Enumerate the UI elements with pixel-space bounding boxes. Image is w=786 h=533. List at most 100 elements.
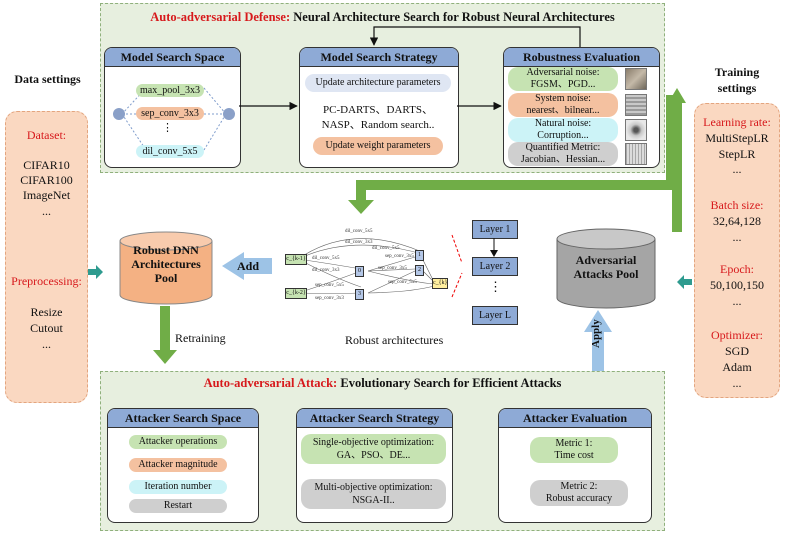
dataset-imagenet: ImageNet bbox=[22, 188, 71, 202]
nas-methods-line1: PC-DARTS、DARTS、 bbox=[323, 104, 433, 116]
dataset-label: Dataset: bbox=[26, 128, 67, 142]
layer-ellipsis: ⋮ bbox=[489, 279, 502, 294]
preprocessing-resize: Resize bbox=[30, 305, 63, 319]
iteration-number: Iteration number bbox=[129, 480, 227, 494]
preprocessing-label: Preprocessing: bbox=[11, 274, 82, 288]
batch-label: Batch size: bbox=[710, 198, 764, 212]
optimizer-ellipsis: ... bbox=[732, 376, 742, 390]
natural-noise-image-icon bbox=[625, 119, 647, 141]
attacker-search-space-title: Attacker Search Space bbox=[108, 409, 258, 428]
training-settings-connector bbox=[677, 275, 692, 289]
data-settings-panel: Dataset: CIFAR10 CIFAR100 ImageNet ... P… bbox=[5, 111, 88, 403]
node-ck-2: c_{k-2} bbox=[285, 288, 307, 299]
model-search-space-panel: Model Search Space bbox=[104, 47, 241, 168]
metric-robust-accuracy: Metric 2:Robust accuracy bbox=[530, 480, 628, 506]
dataset-cifar10: CIFAR10 bbox=[23, 158, 70, 172]
batch-values: 32,64,128 bbox=[713, 214, 761, 228]
defense-title: Auto-adversarial Defense: Neural Archite… bbox=[150, 10, 615, 24]
robustness-evaluation-title: Robustness Evaluation bbox=[504, 48, 659, 67]
single-objective: Single-objective optimization:GA、PSO、DE.… bbox=[301, 434, 446, 464]
robust-pool-cylinder bbox=[119, 231, 213, 305]
lr-label: Learning rate: bbox=[703, 115, 771, 129]
layer-arrow bbox=[490, 238, 498, 257]
edge-label-1: dil_conv_3x3 bbox=[345, 240, 373, 245]
add-label: Add bbox=[237, 259, 260, 273]
input-node bbox=[113, 108, 125, 120]
epoch-label: Epoch: bbox=[720, 262, 754, 276]
robust-architectures-label: Robust architectures bbox=[345, 333, 444, 347]
batch-ellipsis: ... bbox=[732, 230, 742, 244]
attack-title: Auto-adversarial Attack: Evolutionary Se… bbox=[203, 376, 562, 390]
edge-label-4: sep_conv_3x5 bbox=[385, 254, 414, 259]
system-noise: System noise:nearest、bilnear... bbox=[508, 93, 618, 117]
node-ck-1: c_{k-1} bbox=[285, 254, 307, 265]
adversarial-noise: Adversarial noise:FGSM、PGD... bbox=[508, 67, 618, 91]
op-sep-conv: sep_conv_3x3 bbox=[136, 107, 204, 120]
model-search-space-title: Model Search Space bbox=[105, 48, 240, 67]
apply-arrow bbox=[584, 310, 612, 372]
data-settings-title: Data settings bbox=[14, 72, 81, 86]
lr-step: StepLR bbox=[718, 147, 756, 161]
node-2: 2 bbox=[415, 265, 424, 276]
layer-connectors bbox=[451, 234, 463, 298]
op-max-pool: max_pool_3x3 bbox=[136, 84, 204, 97]
multi-objective: Multi-objective optimization:NSGA-II.. bbox=[301, 479, 446, 509]
edge-label-9: dil_conv_5x5 bbox=[372, 246, 400, 251]
training-settings-title-line2: settings bbox=[717, 81, 757, 95]
output-node bbox=[223, 108, 235, 120]
lr-ellipsis: ... bbox=[732, 162, 742, 176]
attacker-evaluation-title: Attacker Evaluation bbox=[499, 409, 651, 428]
nas-methods-line2: NASP、Random search.. bbox=[321, 119, 435, 131]
attacker-magnitude: Attacker magnitude bbox=[129, 458, 227, 472]
edge-label-2: dil_conv_5x5 bbox=[312, 256, 340, 261]
edge-label-3: dil_conv_3x3 bbox=[312, 268, 340, 273]
restart: Restart bbox=[129, 499, 227, 513]
natural-noise: Natural noise:Corruption... bbox=[508, 118, 618, 142]
data-settings-connector bbox=[88, 265, 103, 279]
layer-1: Layer 1 bbox=[472, 220, 518, 239]
node-1: 1 bbox=[415, 250, 424, 261]
model-search-strategy-title: Model Search Strategy bbox=[300, 48, 458, 67]
node-ck: c_{k} bbox=[432, 278, 448, 289]
optimizer-sgd: SGD bbox=[724, 344, 749, 358]
node-0: 0 bbox=[355, 266, 364, 277]
adversarial-image-icon bbox=[625, 68, 647, 90]
metric-time-cost: Metric 1:Time cost bbox=[530, 437, 618, 463]
optimizer-adam: Adam bbox=[722, 360, 752, 374]
optimizer-label: Optimizer: bbox=[711, 328, 763, 342]
apply-label: Apply bbox=[590, 319, 602, 348]
epoch-values: 50,100,150 bbox=[710, 278, 764, 292]
node-3: 3 bbox=[355, 289, 364, 300]
attacker-operations: Attacker operations bbox=[129, 435, 227, 449]
metric-image-icon bbox=[625, 143, 647, 165]
add-arrow bbox=[222, 252, 272, 280]
update-weight-params: Update weight parameters bbox=[313, 137, 443, 155]
layer-2: Layer 2 bbox=[472, 257, 518, 276]
update-arch-params: Update architecture parameters bbox=[305, 74, 451, 92]
edge-label-0: dil_conv_5x5 bbox=[345, 229, 373, 234]
edge-label-7: sep_conv_3x3 bbox=[315, 296, 344, 301]
epoch-ellipsis: ... bbox=[732, 294, 742, 308]
retraining-label: Retraining bbox=[175, 331, 226, 345]
edge-label-5: sep_conv_3x5 bbox=[378, 266, 407, 271]
preprocessing-ellipsis: ... bbox=[42, 337, 51, 351]
edge-label-8: sep_conv_5x5 bbox=[388, 280, 417, 285]
dataset-cifar100: CIFAR100 bbox=[20, 173, 73, 187]
adversarial-pool-cylinder bbox=[556, 228, 656, 309]
edge-label-6: sep_conv_5x5 bbox=[315, 283, 344, 288]
green-arrow-retraining bbox=[153, 306, 177, 364]
op-dil-conv: dil_conv_5x5 bbox=[136, 145, 204, 158]
layer-l: Layer L bbox=[472, 306, 518, 325]
training-settings-title-line1: Training bbox=[714, 65, 760, 79]
attacker-evaluation-panel: Attacker Evaluation bbox=[498, 408, 652, 523]
green-arrow-defense-to-middle bbox=[348, 95, 676, 214]
quantified-metric: Quantified Metric:Jacobian、Hessian... bbox=[508, 142, 618, 166]
preprocessing-cutout: Cutout bbox=[30, 321, 63, 335]
lr-multistep: MultiStepLR bbox=[705, 131, 769, 145]
op-ellipsis: ⋮ bbox=[162, 122, 173, 134]
attacker-search-strategy-title: Attacker Search Strategy bbox=[297, 409, 452, 428]
training-settings-panel: Learning rate: MultiStepLR StepLR ... Ba… bbox=[694, 103, 780, 398]
